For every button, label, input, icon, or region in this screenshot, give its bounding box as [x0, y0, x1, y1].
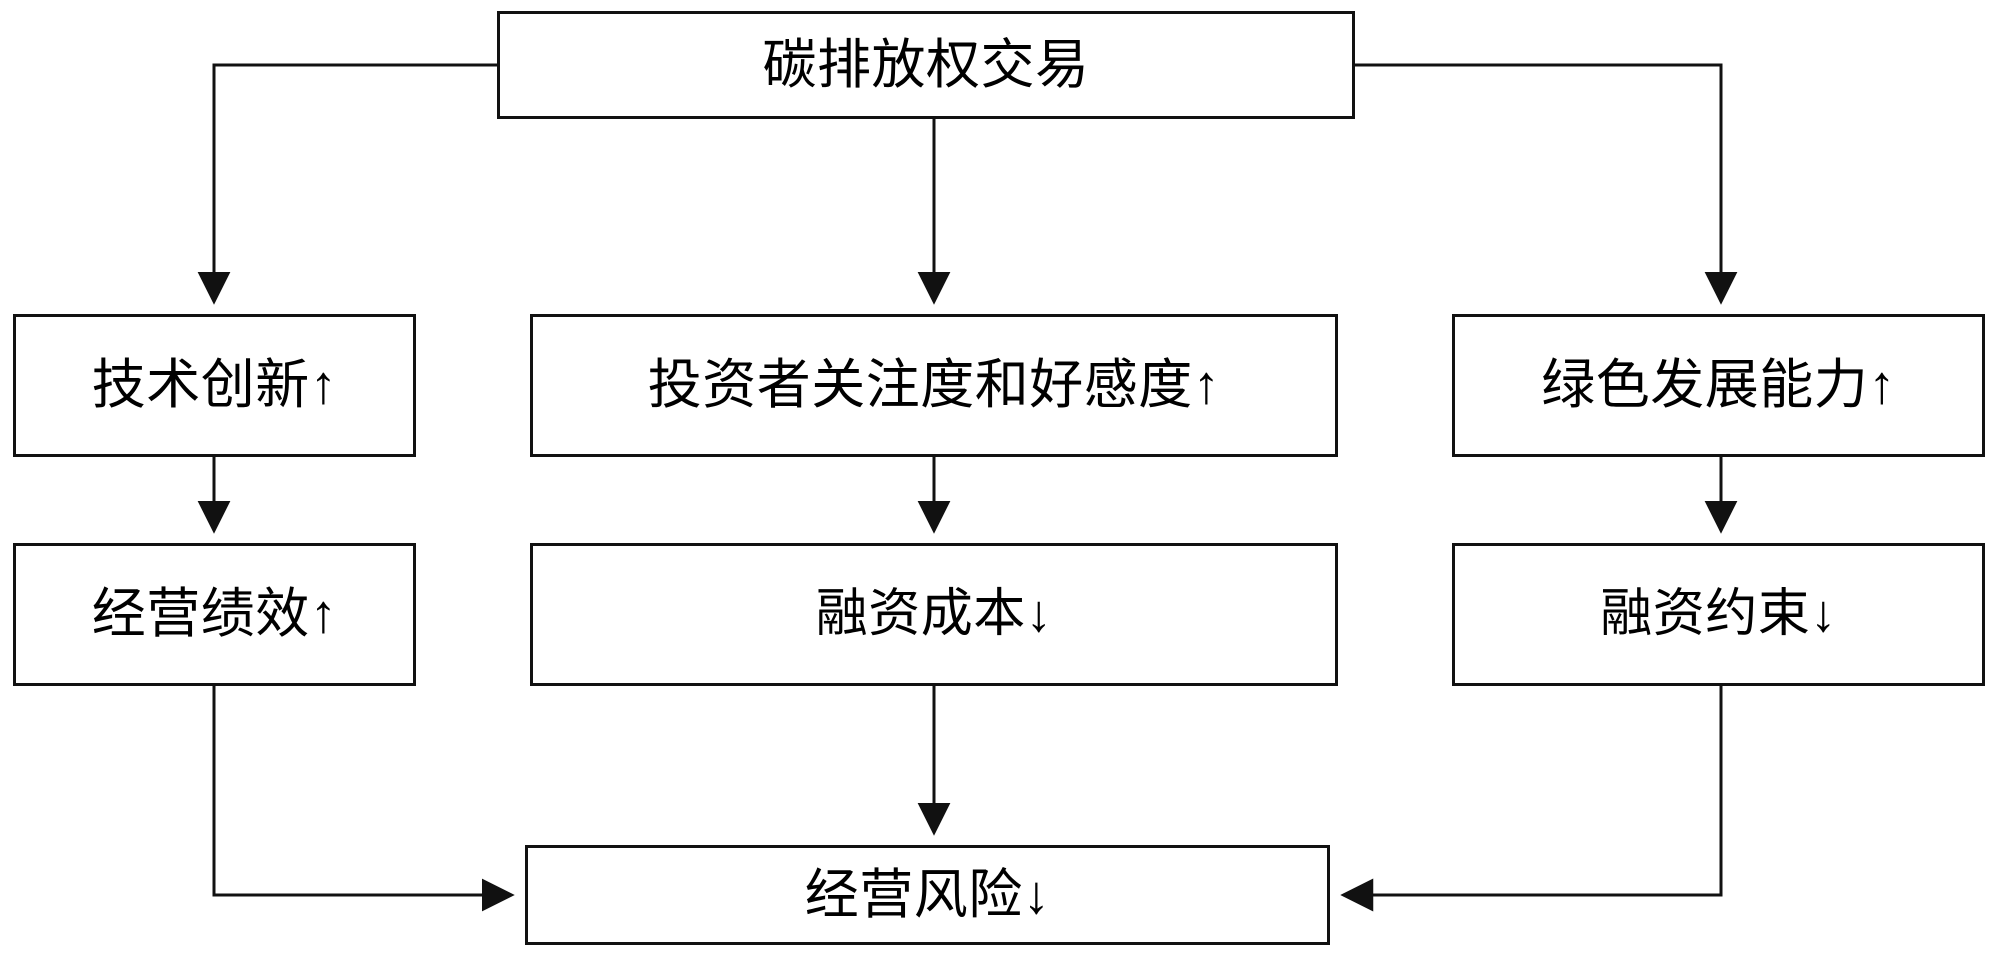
node-green-capability[interactable]: 绿色发展能力↑: [1452, 314, 1985, 457]
node-financing-constraint-label: 融资约束↓: [1600, 585, 1837, 644]
node-tech-innovation[interactable]: 技术创新↑: [13, 314, 416, 457]
node-green-capability-label: 绿色发展能力↑: [1541, 355, 1896, 416]
node-operating-risk-label: 经营风险↓: [804, 864, 1051, 925]
node-operating-risk[interactable]: 经营风险↓: [525, 845, 1330, 945]
edge-operating-performance-to-operating-risk: [212, 686, 515, 912]
node-tech-innovation-label: 技术创新↑: [91, 355, 338, 416]
edge-carbon-trading-to-tech-innovation: [197, 63, 497, 305]
node-investor-attention-label: 投资者关注度和好感度↑: [647, 355, 1221, 416]
edge-carbon-trading-to-green-capability: [1355, 63, 1738, 305]
node-carbon-trading[interactable]: 碳排放权交易: [497, 11, 1355, 119]
node-financing-cost[interactable]: 融资成本↓: [530, 543, 1338, 686]
node-investor-attention[interactable]: 投资者关注度和好感度↑: [530, 314, 1338, 457]
edge-financing-constraint-to-operating-risk: [1340, 686, 1723, 912]
node-operating-performance[interactable]: 经营绩效↑: [13, 543, 416, 686]
node-carbon-trading-label: 碳排放权交易: [762, 34, 1090, 95]
node-operating-performance-label: 经营绩效↑: [91, 584, 338, 645]
node-financing-cost-label: 融资成本↓: [815, 585, 1053, 644]
node-financing-constraint[interactable]: 融资约束↓: [1452, 543, 1985, 686]
